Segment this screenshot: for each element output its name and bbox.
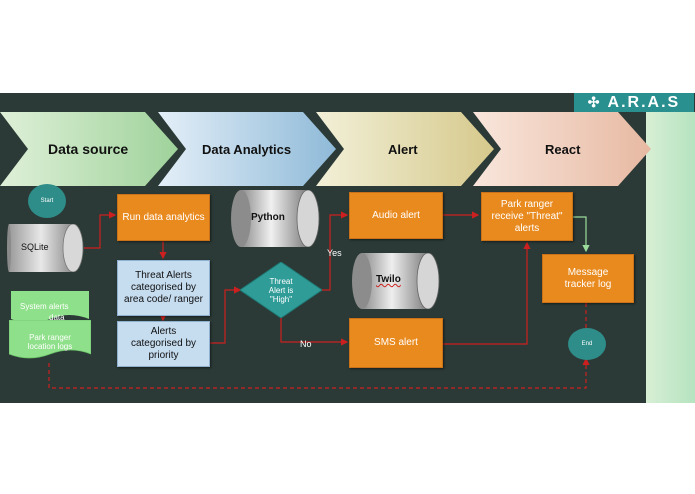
end-node: End bbox=[568, 328, 606, 360]
twilio-cylinder: Twilo bbox=[352, 252, 440, 310]
right-accent-strip bbox=[646, 112, 695, 403]
edge-sms-to-ranger bbox=[443, 241, 531, 345]
edge-loop-back bbox=[48, 357, 590, 389]
stage-label: Alert bbox=[388, 141, 418, 157]
ranger-receive-alerts-box: Park ranger receive "Threat" alerts bbox=[481, 192, 573, 241]
twilio-label: Twilo bbox=[376, 274, 401, 285]
system-alerts-document: System alerts data bbox=[11, 291, 89, 325]
no-edge-label: No bbox=[300, 339, 312, 349]
run-analytics-label: Run data analytics bbox=[122, 211, 205, 223]
database-cylinder-icon bbox=[231, 189, 320, 248]
chevron-shape bbox=[0, 112, 178, 186]
system-alerts-sublabel: data bbox=[49, 313, 65, 322]
alerts-priority-box: Alerts categorised by priority bbox=[117, 321, 210, 367]
decision-label: Threat Alert is "High" bbox=[268, 277, 294, 304]
aras-logo: ✣ A.R.A.S bbox=[574, 93, 694, 112]
sms-alert-label: SMS alert bbox=[374, 337, 418, 348]
stage-banner-data-source: Data source bbox=[0, 112, 178, 186]
chevron-shape bbox=[473, 112, 651, 186]
start-node: Start bbox=[28, 184, 66, 218]
edge-decision-no bbox=[280, 318, 349, 346]
edge-sqlite-to-analytics bbox=[84, 211, 117, 249]
threat-alerts-categorised-box: Threat Alerts categorised by area code/ … bbox=[117, 260, 210, 316]
logo-text: A.R.A.S bbox=[607, 93, 681, 111]
stage-label: React bbox=[545, 141, 581, 157]
message-tracker-box: Message tracker log bbox=[542, 254, 634, 303]
document-shape bbox=[11, 291, 89, 323]
ranger-logs-label: Park ranger location logs bbox=[27, 333, 73, 351]
python-label: Python bbox=[251, 212, 285, 223]
database-cylinder-icon bbox=[7, 223, 84, 273]
audio-alert-label: Audio alert bbox=[372, 209, 420, 221]
stage-label: Data source bbox=[48, 141, 129, 157]
sqlite-database: SQLite bbox=[7, 223, 84, 273]
document-shape bbox=[8, 319, 92, 359]
threat-alerts-label: Threat Alerts categorised by area code/ … bbox=[124, 270, 203, 305]
yes-edge-label: Yes bbox=[327, 248, 342, 258]
stage-label: Data Analytics bbox=[202, 141, 292, 157]
end-label: End bbox=[581, 341, 593, 347]
stage-banner-data-analytics: Data Analytics bbox=[158, 112, 336, 186]
edge-decision-yes bbox=[322, 211, 349, 291]
system-alerts-label: System alerts bbox=[20, 302, 69, 311]
start-label: Start bbox=[40, 198, 54, 204]
database-cylinder-icon bbox=[352, 252, 440, 310]
pinwheel-icon: ✣ bbox=[587, 94, 602, 110]
stage-banner-react: React bbox=[473, 112, 651, 186]
ranger-receive-label: Park ranger receive "Threat" alerts bbox=[491, 198, 563, 234]
sms-alert-box: SMS alert bbox=[349, 318, 443, 368]
chevron-shape bbox=[158, 112, 336, 186]
run-data-analytics-box: Run data analytics bbox=[117, 194, 210, 241]
alerts-priority-label: Alerts categorised by priority bbox=[130, 326, 197, 361]
edge-ranger-to-tracker bbox=[573, 216, 590, 253]
python-cylinder: Python bbox=[231, 189, 320, 248]
message-tracker-label: Message tracker log bbox=[564, 266, 612, 290]
audio-alert-box: Audio alert bbox=[349, 192, 443, 239]
stage-banner-alert: Alert bbox=[316, 112, 494, 186]
edge-priority-to-decision bbox=[210, 286, 242, 344]
threat-high-decision: Threat Alert is "High" bbox=[239, 261, 323, 319]
chevron-shape bbox=[316, 112, 494, 186]
ranger-logs-document: Park ranger location logs bbox=[8, 319, 92, 362]
sqlite-label: SQLite bbox=[21, 242, 49, 252]
